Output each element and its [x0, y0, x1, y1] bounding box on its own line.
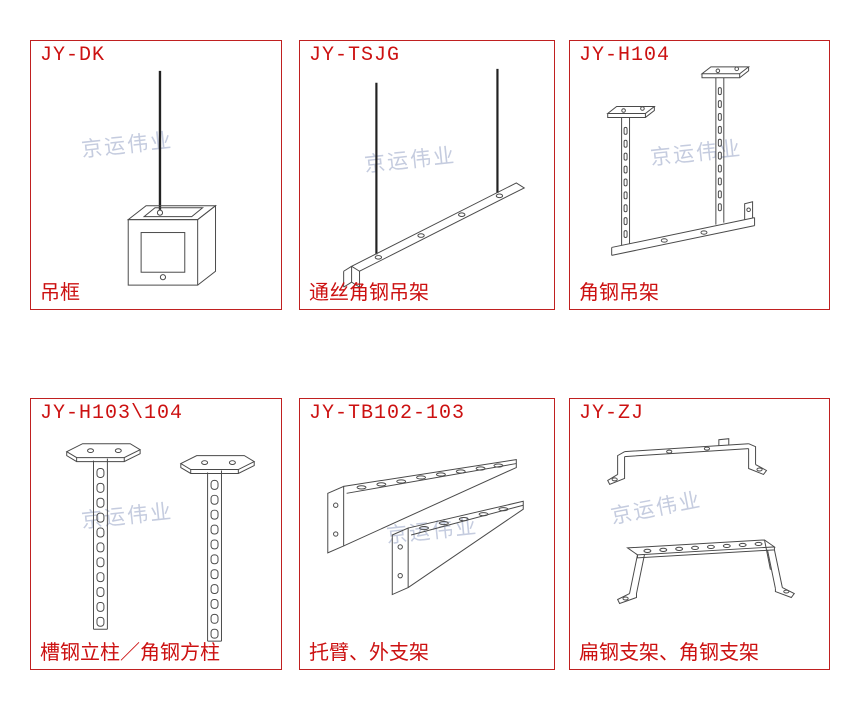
stand-top-slots: [643, 541, 763, 553]
steel-brackets-drawing: [607, 438, 796, 605]
product-name: 角钢吊架: [579, 280, 659, 304]
product-name: 通丝角钢吊架: [309, 280, 429, 304]
product-name: 扁钢支架、角钢支架: [579, 640, 759, 664]
left-channel-slots: [623, 126, 628, 239]
product-panel-jy-tb102-103: JY-TB102-103 京运伟业: [299, 398, 555, 670]
right-channel-slots: [717, 87, 722, 212]
hanging-frame-drawing: [126, 70, 217, 286]
product-panel-jy-zj: JY-ZJ 京运伟业: [569, 398, 830, 670]
product-panel-jy-dk: JY-DK 京运伟业 吊框: [30, 40, 282, 310]
product-code: JY-H104: [579, 44, 671, 67]
cantilever-arms-drawing: [327, 459, 524, 596]
right-column-slots: [210, 479, 219, 639]
product-name: 托臂、外支架: [309, 640, 429, 664]
product-code: JY-ZJ: [579, 402, 645, 425]
product-name: 吊框: [40, 280, 80, 304]
product-code: JY-H103\104: [40, 402, 184, 425]
product-code: JY-TSJG: [309, 44, 401, 67]
product-panel-jy-tsjg: JY-TSJG 京运伟业 通丝角钢吊架: [299, 40, 555, 310]
upper-arm-slots: [356, 463, 504, 490]
channel-columns-drawing: [65, 443, 256, 642]
left-column-slots: [96, 468, 105, 627]
product-panel-jy-h103-104: JY-H103\104 京运伟业: [30, 398, 282, 670]
lower-arm-slots: [419, 507, 509, 531]
product-panel-jy-h104: JY-H104 京运伟业: [569, 40, 830, 310]
threaded-rod-hanger-drawing: [343, 68, 526, 289]
product-code: JY-DK: [40, 44, 106, 67]
product-code: JY-TB102-103: [309, 402, 466, 425]
product-name: 槽钢立柱／角钢方柱: [40, 640, 220, 664]
angle-steel-hanger-drawing: [606, 66, 756, 256]
